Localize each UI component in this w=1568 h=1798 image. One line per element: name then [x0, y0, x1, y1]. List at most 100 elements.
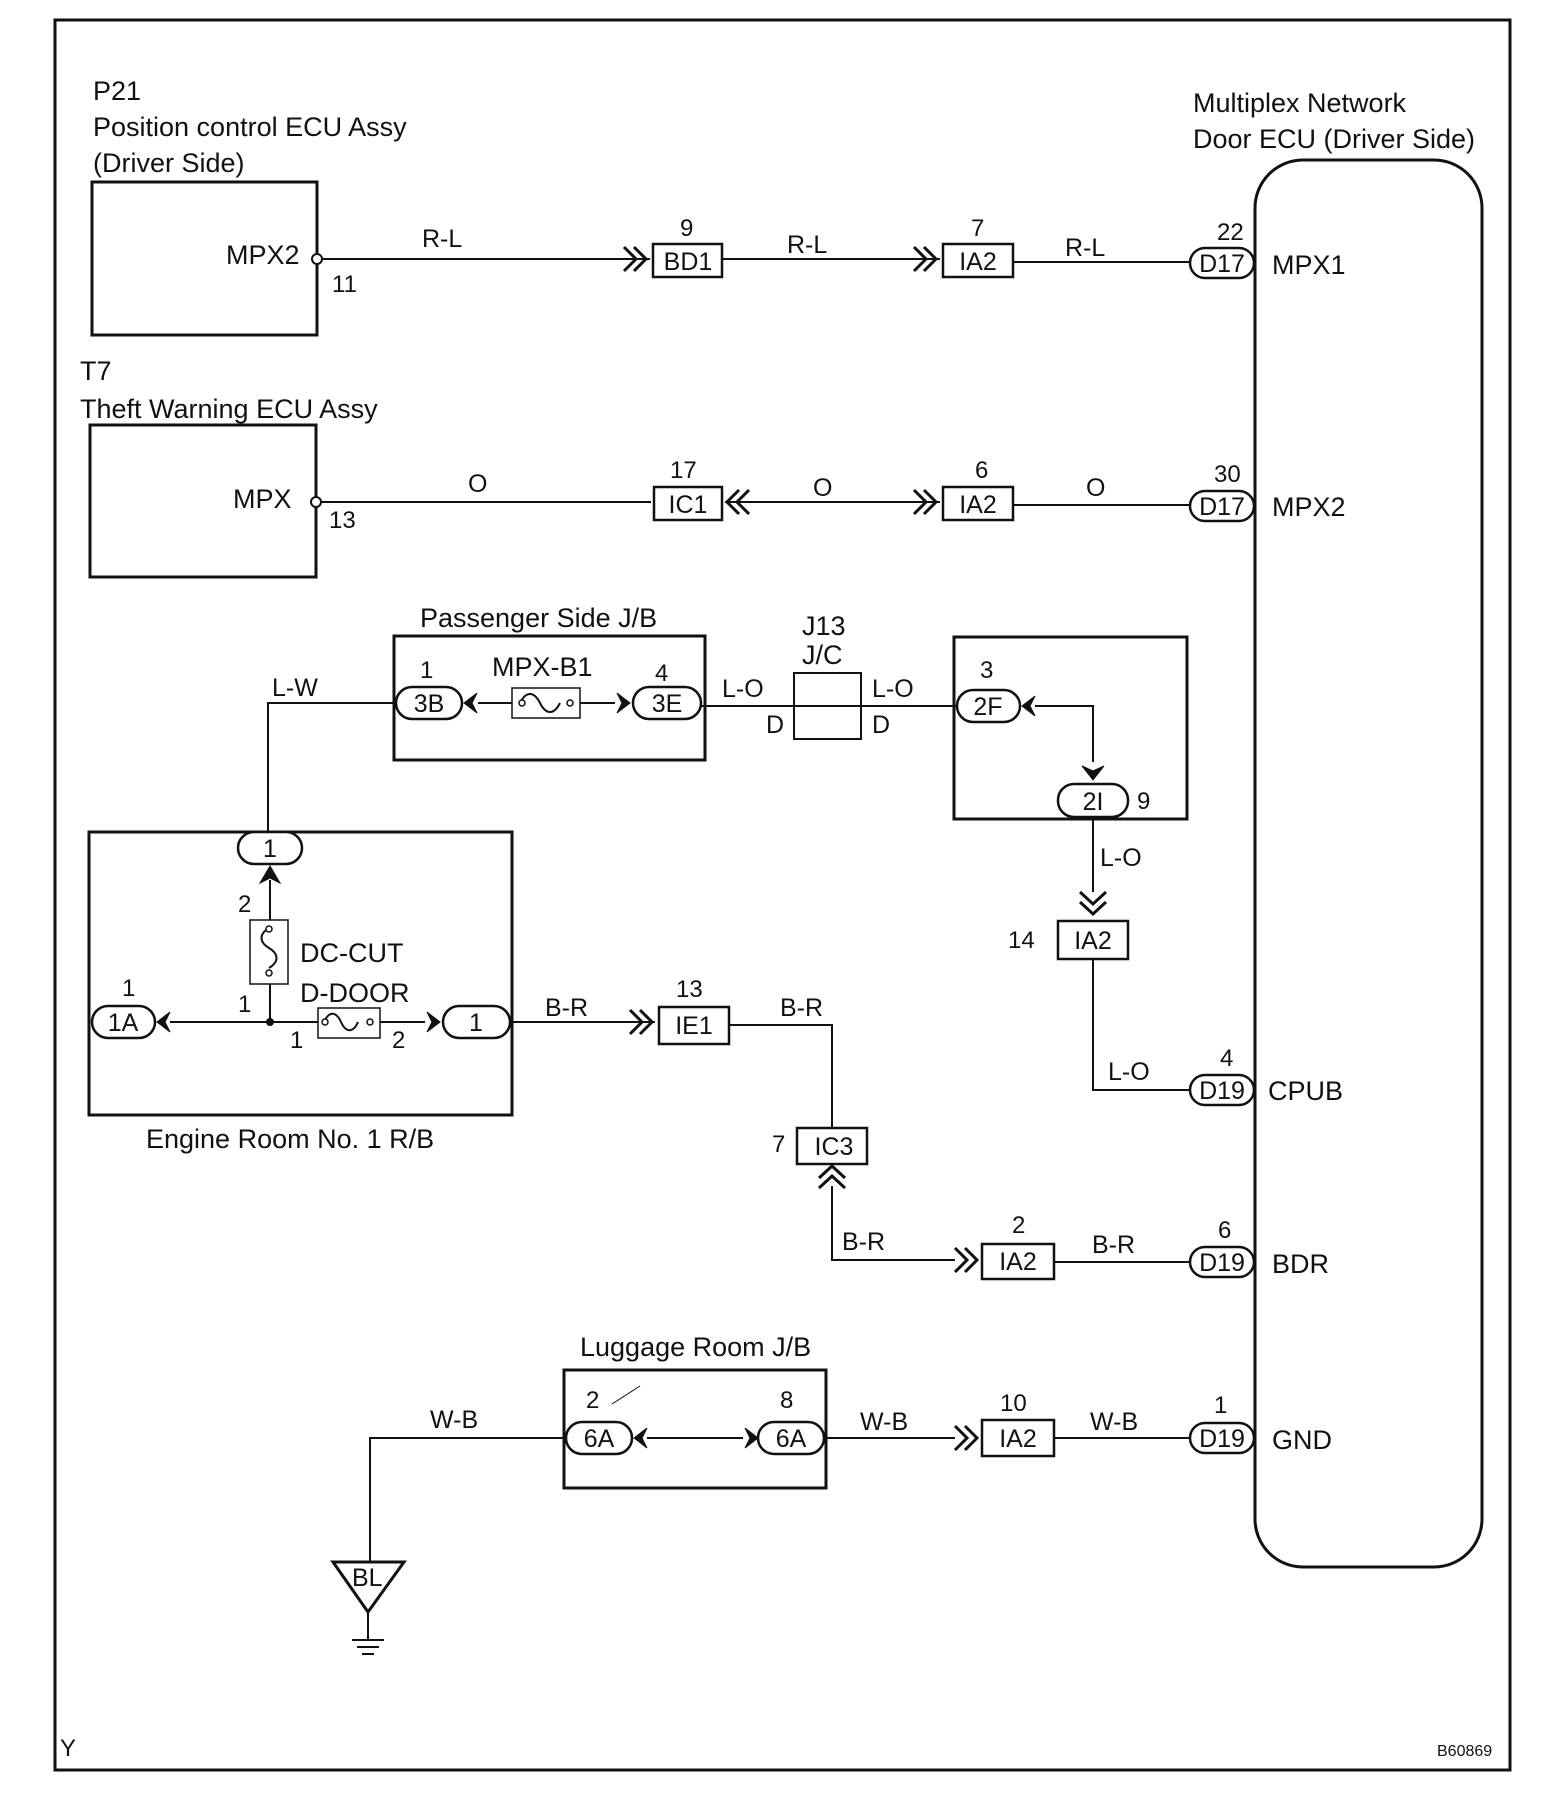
d17-connector-30 — [1188, 489, 1256, 523]
d17-connector-22 — [1188, 246, 1256, 280]
d19-label: D19 — [1199, 1077, 1245, 1105]
ljb-right-pin: 8 — [780, 1387, 793, 1414]
ecu-pin-no: 1 — [1214, 1392, 1227, 1419]
j13-code: J13 — [802, 611, 846, 641]
ia2-label: IA2 — [959, 248, 997, 276]
ground-bl: BL — [330, 1560, 407, 1655]
passenger-jb: Passenger Side J/B 1 3B MPX-B1 4 3E — [392, 603, 707, 762]
ia2-pin: 14 — [1008, 927, 1035, 954]
passenger-jb-title: Passenger Side J/B — [420, 603, 657, 633]
t7-terminal — [310, 496, 322, 508]
ecu-pin-no: 4 — [1220, 1045, 1233, 1072]
p21-code: P21 — [93, 76, 141, 106]
ia2-connector-6 — [941, 485, 1015, 522]
erb-1a-label: 1A — [108, 1009, 139, 1037]
d19-label: D19 — [1199, 1425, 1245, 1453]
ie1-pin: 13 — [676, 976, 703, 1003]
engine-rb-box — [87, 830, 514, 1117]
bd1-connector — [651, 242, 724, 279]
wire-label: B-R — [780, 994, 823, 1022]
wire-b-r: B-R IE1 13 B-R IC3 7 B-R IA2 2 B-R D19 6… — [510, 976, 1329, 1281]
jb-2i-pin: 9 — [1137, 788, 1150, 815]
d-door-pin-left: 1 — [290, 1027, 303, 1054]
luggage-jb-box — [562, 1368, 828, 1490]
ia2-pin: 10 — [1000, 1390, 1027, 1417]
ecu-pin-no: 22 — [1217, 219, 1244, 246]
ic3-pin: 7 — [772, 1131, 785, 1158]
jb-2f-connector — [955, 688, 1022, 724]
d19-label: D19 — [1199, 1249, 1245, 1277]
d19-connector-4 — [1188, 1073, 1256, 1107]
wire-mpx1: R-L R-L R-L BD1 9 IA2 7 D17 22 MPX1 — [322, 215, 1346, 280]
erb-1a-connector — [90, 1004, 157, 1040]
ecu-pin-label: GND — [1272, 1425, 1332, 1455]
p21-side: (Driver Side) — [93, 148, 245, 178]
wire-label: L-O — [872, 675, 914, 703]
p21-pin-label: MPX2 — [226, 240, 300, 270]
jb-2f-label: 2F — [973, 693, 1002, 721]
door-ecu: Multiplex Network Door ECU (Driver Side) — [1193, 88, 1484, 1569]
ljb-6a-right-label: 6A — [776, 1425, 807, 1453]
relay-pin-bottom: 1 — [238, 991, 251, 1018]
ie1-connector — [657, 1005, 731, 1046]
pjb-3e-connector — [631, 685, 703, 721]
ic1-label: IC1 — [669, 491, 708, 519]
wire-label: R-L — [787, 231, 827, 259]
pjb-3e-label: 3E — [652, 690, 683, 718]
wire-l-o-cpub: L-O IA2 14 L-O D19 4 CPUB — [1008, 817, 1343, 1107]
t7-code: T7 — [80, 356, 112, 386]
wire-label: B-R — [545, 994, 588, 1022]
wire-label: B-R — [1092, 1231, 1135, 1259]
ic1-connector — [652, 485, 724, 522]
ic1-pin: 17 — [670, 457, 697, 484]
wire-label: L-O — [722, 675, 764, 703]
engine-room-rb: Engine Room No. 1 R/B 1 2 DC-CUT 1 1 1A … — [87, 830, 514, 1154]
ljb-6a-left-label: 6A — [584, 1425, 615, 1453]
ia2-pin: 2 — [1012, 1212, 1025, 1239]
wire-label: R-L — [422, 225, 462, 253]
diagram-frame — [53, 18, 1512, 1772]
erb-right-label: 1 — [469, 1009, 483, 1037]
ia2-connector-10 — [980, 1418, 1056, 1458]
mpx-b1-label: MPX-B1 — [492, 652, 593, 682]
ia2-pin: 6 — [975, 457, 988, 484]
wire-label: R-L — [1065, 234, 1105, 262]
wire-label: O — [813, 474, 832, 502]
jb-right-box — [952, 635, 1189, 821]
wire-label: L-O — [1108, 1058, 1150, 1086]
jb-2i-label: 2I — [1083, 788, 1104, 816]
footer-left: Y — [60, 1735, 76, 1762]
d17-label: D17 — [1199, 493, 1245, 521]
p21-ecu: P21 Position control ECU Assy (Driver Si… — [90, 76, 407, 337]
d17-label: D17 — [1199, 250, 1245, 278]
ljb-left-pin: 2 — [586, 1387, 599, 1414]
ia2-label: IA2 — [1074, 927, 1112, 955]
ground-label: BL — [352, 1564, 383, 1592]
ia2-label: IA2 — [999, 1248, 1037, 1276]
p21-terminal — [311, 253, 323, 265]
j13-name: J/C — [802, 640, 843, 670]
door-ecu-body — [1253, 158, 1484, 1569]
wire-mpx2: O O O IC1 17 IA2 6 D17 30 MPX2 — [321, 457, 1346, 523]
wire-l-w: L-W — [267, 674, 396, 832]
ecu-pin-label: CPUB — [1268, 1076, 1343, 1106]
wire-label: L-W — [272, 674, 318, 702]
door-ecu-title-2: Door ECU (Driver Side) — [1193, 124, 1475, 154]
bd1-label: BD1 — [664, 248, 713, 276]
erb-top-label: 1 — [263, 835, 277, 863]
ecu-pin-label: MPX2 — [1272, 492, 1346, 522]
ecu-pin-no: 30 — [1214, 461, 1241, 488]
door-ecu-title-1: Multiplex Network — [1193, 88, 1407, 118]
ia2-pin: 7 — [971, 215, 984, 242]
bd1-pin: 9 — [680, 215, 693, 242]
t7-name: Theft Warning ECU Assy — [80, 394, 378, 424]
t7-pin-label: MPX — [233, 484, 292, 514]
wire-w-b: W-B W-B IA2 10 W-B D19 1 GND — [369, 1390, 1332, 1562]
erb-left-pin: 1 — [122, 975, 135, 1002]
p21-name: Position control ECU Assy — [93, 112, 407, 142]
j13-junction: J13 J/C D D L-O L-O — [701, 611, 958, 740]
d-door-label: D-DOOR — [300, 978, 410, 1008]
ecu-pin-no: 6 — [1218, 1217, 1231, 1244]
pjb-3b-label: 3B — [414, 690, 445, 718]
